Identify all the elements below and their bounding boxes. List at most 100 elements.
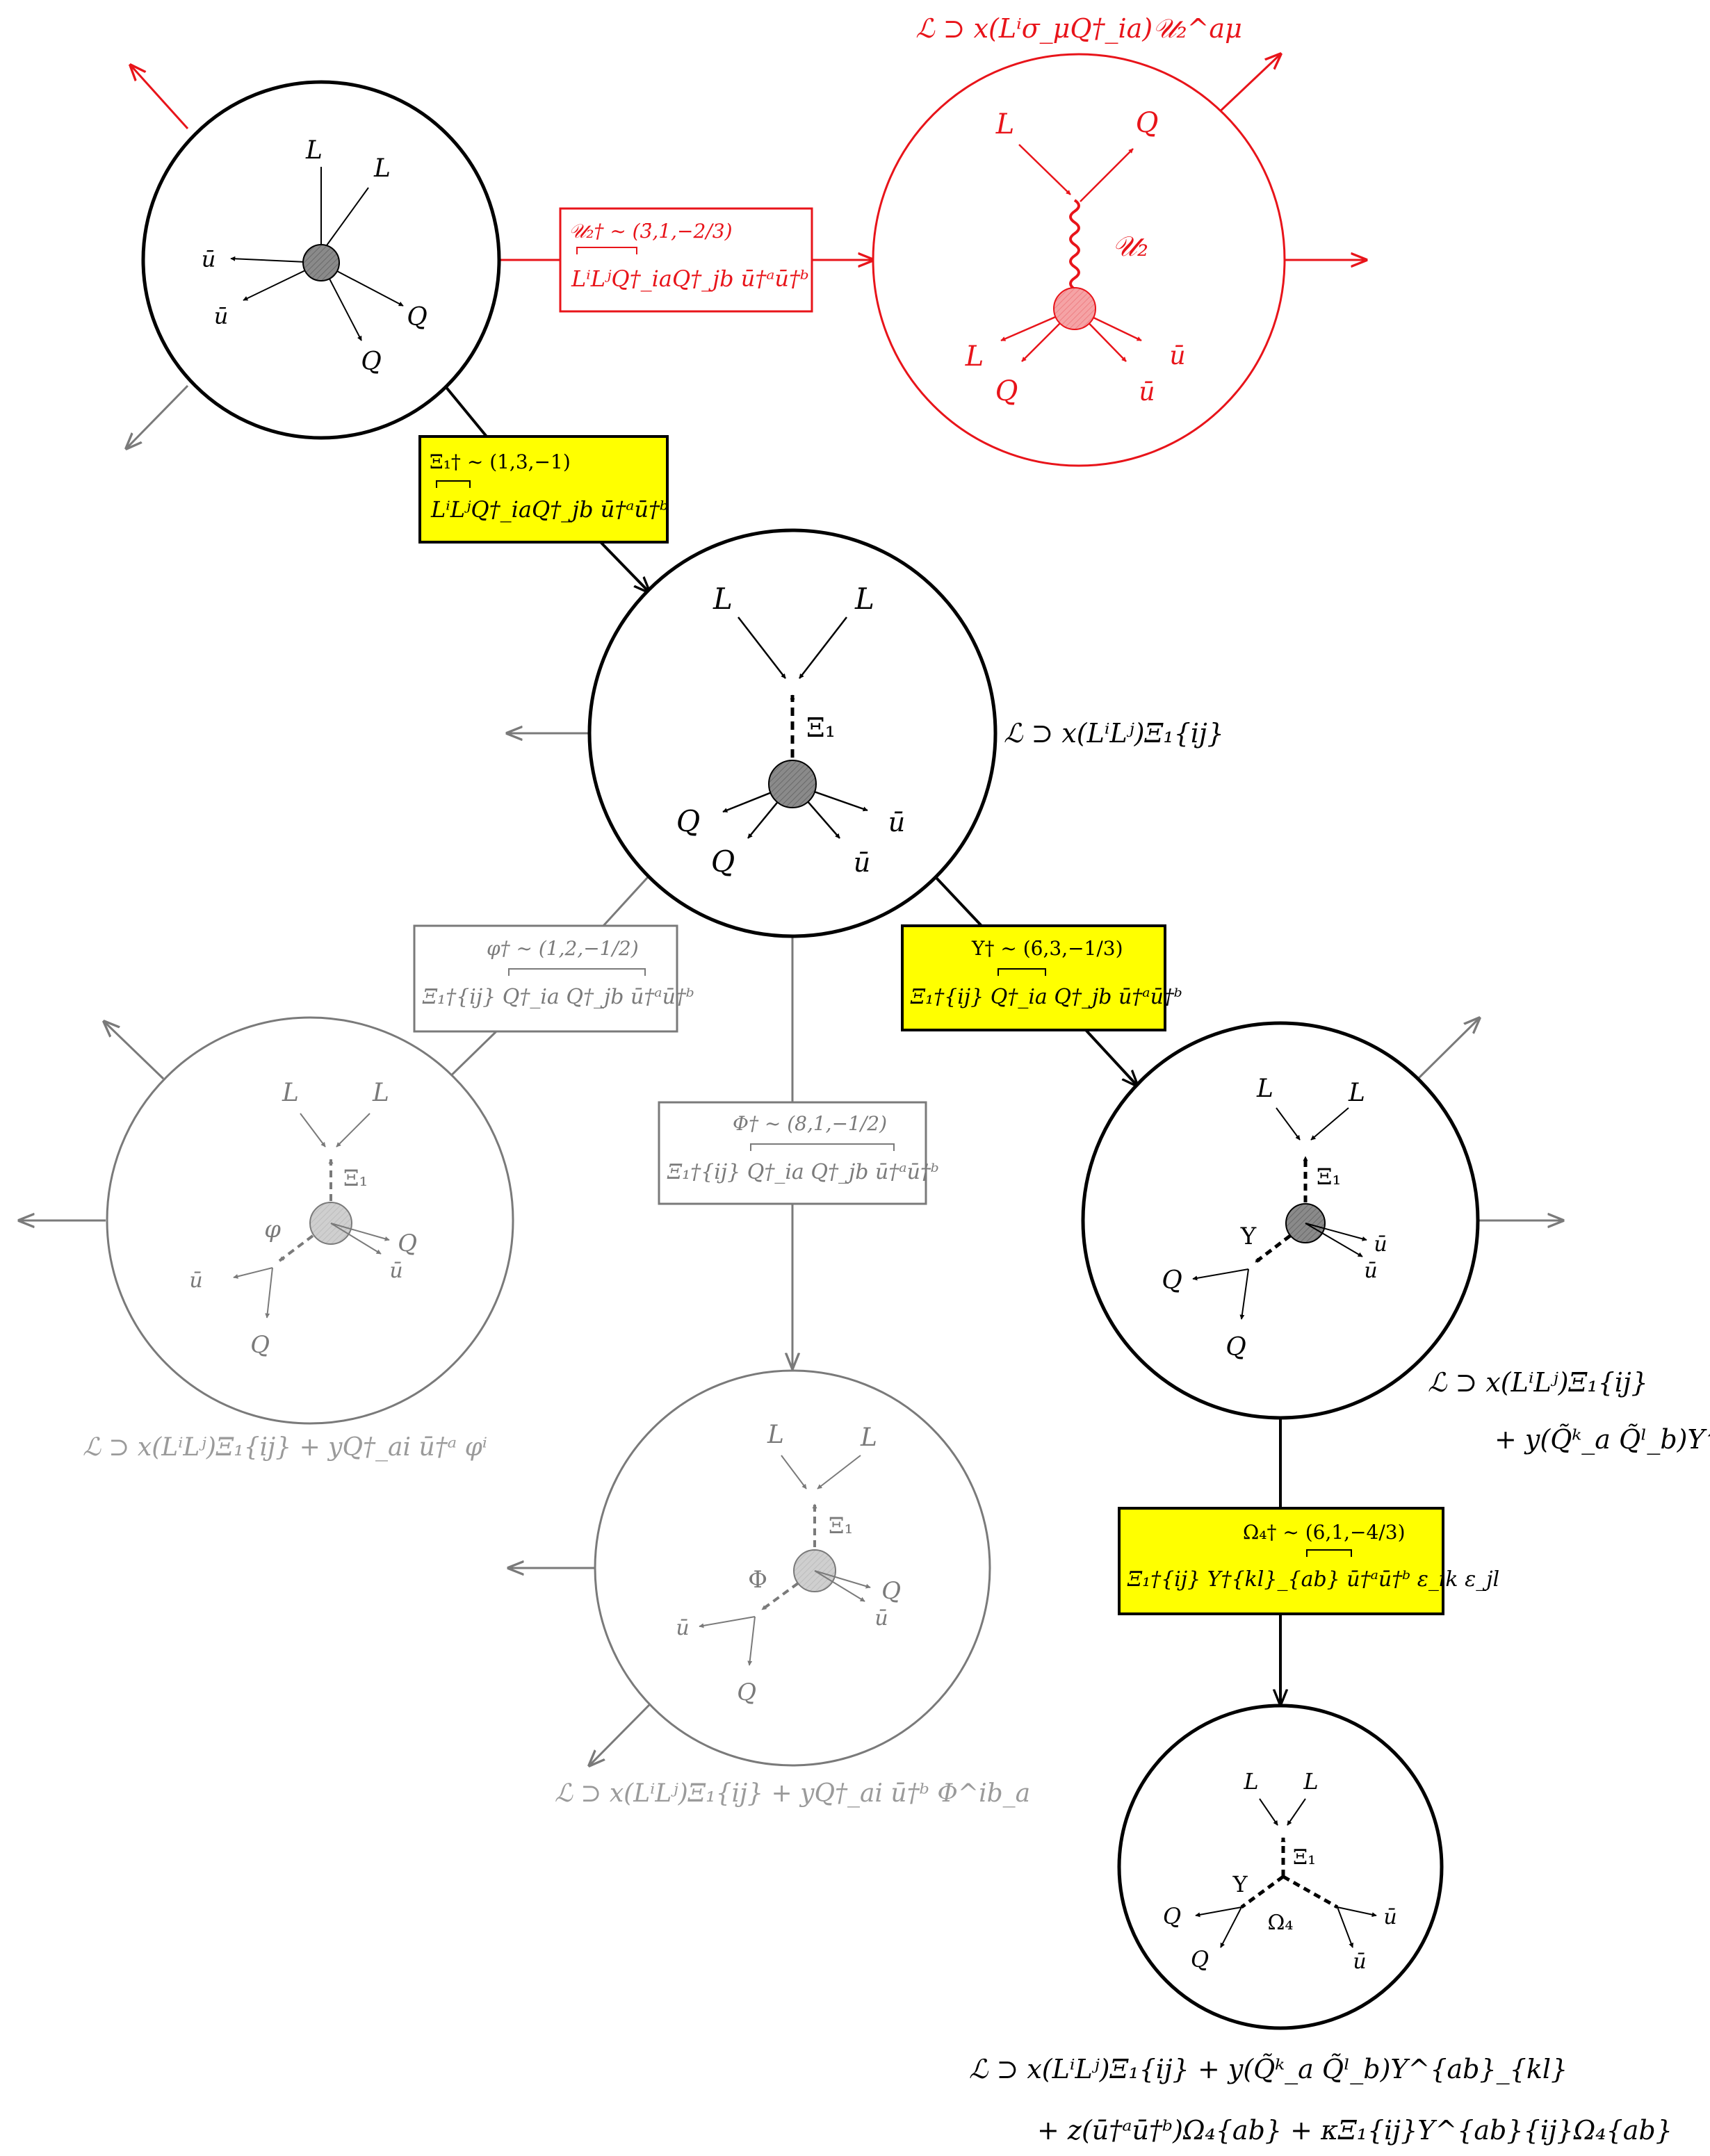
stub-arrow bbox=[104, 1022, 165, 1080]
ext-label: ū bbox=[1139, 378, 1155, 407]
ext-label: L bbox=[965, 341, 984, 373]
stub-arrow bbox=[127, 384, 189, 448]
edge-from-upsilon-box bbox=[1084, 1029, 1137, 1086]
box-operator: Ξ₁†{ij} Q†_ia Q†_jb ū†ᵃū†ᵇ bbox=[667, 1160, 939, 1184]
ext-label: ū bbox=[888, 807, 905, 838]
operator-box-upsilon bbox=[901, 924, 1166, 1031]
lagrangian-bottom-right-1: ℒ ⊃ x(LⁱLʲ)Ξ₁{ij} + y(Q̃ᵏ_a Q̃ˡ_b)Υ^{ab}… bbox=[969, 2054, 1568, 2085]
ext-label: L bbox=[854, 582, 874, 616]
ext-label: ū bbox=[1169, 342, 1185, 370]
operator-box-red bbox=[559, 207, 813, 313]
lagrangian-center: ℒ ⊃ x(LⁱLʲ)Ξ₁{ij} bbox=[1004, 718, 1224, 749]
mediator-label: Υ bbox=[1232, 1871, 1248, 1897]
node-bottom-right bbox=[1117, 1704, 1444, 2030]
contraction-bracket bbox=[508, 968, 646, 976]
ext-label: Q bbox=[1136, 107, 1159, 139]
ext-label: Q bbox=[1163, 1903, 1181, 1929]
ext-label: L bbox=[282, 1079, 299, 1107]
box-operator: LⁱLʲQ†_iaQ†_jb ū†ᵃū†ᵇ bbox=[430, 496, 669, 523]
tree-connectors bbox=[19, 54, 1563, 1765]
ext-label: Q bbox=[995, 375, 1018, 407]
box-field: Υ† ~ (6̄,3,−1/3) bbox=[971, 937, 1123, 960]
stub-arrow bbox=[1417, 1018, 1479, 1080]
box-operator: Ξ₁†{ij} Q†_ia Q†_jb ū†ᵃū†ᵇ bbox=[910, 985, 1182, 1009]
mediator-label: φ bbox=[264, 1216, 281, 1243]
diagram-top-right bbox=[1000, 144, 1142, 362]
ext-label: L bbox=[767, 1421, 784, 1449]
ext-label: L bbox=[712, 582, 733, 616]
edge-to-upsilon-box bbox=[934, 876, 983, 927]
mediator-label: Ω₄ bbox=[1268, 1911, 1294, 1935]
ext-label: Q bbox=[881, 1577, 901, 1605]
ext-label: ū bbox=[1383, 1905, 1396, 1929]
ext-label: Q bbox=[407, 303, 427, 332]
box-operator: LⁱLʲQ†_iaQ†_jb ū†ᵃū†ᵇ bbox=[571, 266, 809, 292]
box-operator: Ξ₁†{ij} Υ†{kl}_{ab} ū†ᵃū†ᵇ ε_ik ε_jl bbox=[1127, 1567, 1499, 1592]
ext-label: Q bbox=[1191, 1946, 1209, 1973]
ext-label: ū bbox=[676, 1616, 689, 1640]
contraction-bracket bbox=[436, 480, 471, 488]
ext-label: ū bbox=[1364, 1259, 1377, 1283]
mediator-label: Φ bbox=[748, 1566, 767, 1594]
ext-label: ū bbox=[202, 246, 216, 272]
box-field: Ω₄† ~ (6,1,−4/3) bbox=[1243, 1521, 1406, 1544]
contraction-bracket bbox=[997, 968, 1046, 976]
ext-label: L bbox=[995, 108, 1015, 140]
ext-label: ū bbox=[1353, 1950, 1366, 1974]
ext-label: Q bbox=[1162, 1266, 1182, 1295]
ext-label: Q bbox=[676, 804, 700, 838]
contraction-bracket bbox=[1306, 1549, 1352, 1557]
lagrangian-bottom-right-2: + z(ū†ᵃū†ᵇ)Ω₄{ab} + κΞ₁{ij}Υ^{ab}{ij}Ω₄{… bbox=[1037, 2115, 1672, 2146]
ext-label: ū bbox=[389, 1259, 402, 1283]
node-top-right bbox=[872, 53, 1286, 467]
diagram-top-left bbox=[230, 167, 404, 341]
box-field: φ† ~ (1,2,−1/2) bbox=[487, 937, 639, 960]
mediator-label: 𝒰₂ bbox=[1112, 231, 1148, 263]
contraction-bracket bbox=[750, 1143, 895, 1151]
ext-label: L bbox=[1256, 1075, 1273, 1103]
node-center bbox=[587, 528, 997, 938]
lagrangian-mid-right-1: ℒ ⊃ x(LⁱLʲ)Ξ₁{ij} bbox=[1428, 1367, 1648, 1398]
mediator-label: Ξ₁ bbox=[343, 1165, 368, 1191]
box-field: Ξ₁† ~ (1,3,−1) bbox=[430, 450, 571, 473]
ext-label: L bbox=[372, 1079, 389, 1107]
mediator-label: Ξ₁ bbox=[806, 712, 836, 743]
diagram-bottom-mid bbox=[699, 1455, 871, 1666]
node-bottom-mid bbox=[594, 1369, 991, 1767]
mediator-label: Υ bbox=[1240, 1223, 1257, 1250]
ext-label: ū bbox=[214, 303, 229, 329]
diagram-mid-right bbox=[1192, 1107, 1367, 1320]
box-field: 𝒰₂† ~ (3̄,1,−2/3) bbox=[569, 220, 733, 243]
stub-arrow bbox=[131, 65, 189, 130]
lagrangian-top-right: ℒ ⊃ x(Lⁱσ_μQ†_ia)𝒰₂^aμ bbox=[915, 13, 1242, 44]
ext-label: Q bbox=[361, 348, 382, 376]
mediator-label: Ξ₁ bbox=[1293, 1845, 1316, 1870]
ext-label: Q bbox=[250, 1331, 270, 1359]
diagram-mid-left bbox=[233, 1113, 390, 1318]
stub-arrow bbox=[1215, 54, 1280, 116]
lagrangian-bottom-mid: ℒ ⊃ x(LⁱLʲ)Ξ₁{ij} + yQ†_ai ū†ᵇ Φ^ib_a bbox=[555, 1779, 1030, 1808]
ext-label: L bbox=[305, 136, 323, 165]
operator-box-xi bbox=[418, 435, 669, 544]
stub-arrow bbox=[589, 1703, 651, 1765]
lagrangian-mid-left: ℒ ⊃ x(LⁱLʲ)Ξ₁{ij} + yQ†_ai ū†ᵃ φⁱ bbox=[83, 1433, 487, 1462]
contraction-bracket bbox=[576, 247, 637, 254]
node-mid-right bbox=[1081, 1021, 1480, 1420]
ext-label: ū bbox=[1374, 1232, 1387, 1257]
operator-box-varphi bbox=[413, 924, 678, 1033]
ext-label: Q bbox=[398, 1230, 417, 1257]
edge-from-xi-box bbox=[599, 541, 649, 592]
mediator-propagator bbox=[1069, 199, 1080, 302]
ext-label: Q bbox=[1226, 1333, 1246, 1362]
ext-label: L bbox=[860, 1423, 877, 1452]
mediator-label: Ξ₁ bbox=[1317, 1163, 1341, 1190]
ext-label: ū bbox=[854, 847, 870, 878]
ext-label: L bbox=[373, 154, 391, 183]
ext-label: L bbox=[1303, 1768, 1318, 1795]
ext-label: ū bbox=[189, 1268, 202, 1293]
edge-to-varphi-box bbox=[602, 876, 649, 927]
box-field: Φ† ~ (8,1,−1/2) bbox=[733, 1112, 887, 1135]
edge-to-xi-box bbox=[443, 384, 488, 438]
ext-label: L bbox=[1243, 1768, 1258, 1795]
